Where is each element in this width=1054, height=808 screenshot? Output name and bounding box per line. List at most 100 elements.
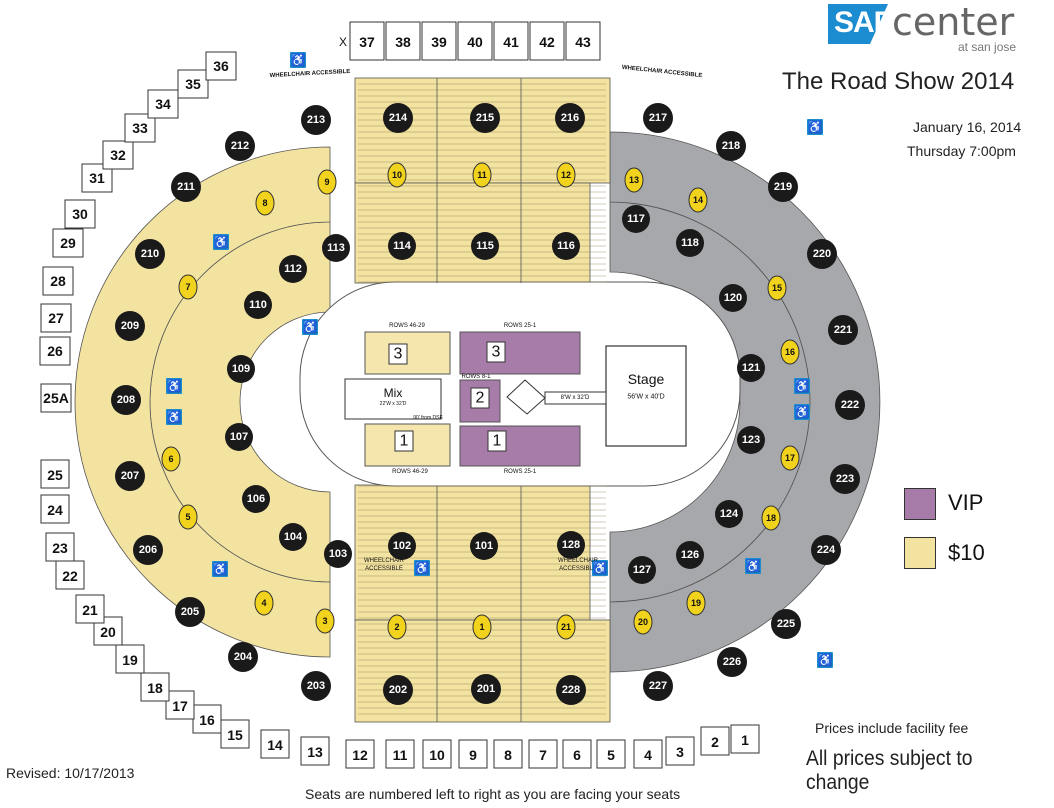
section-marker [175, 597, 205, 627]
suite-label: 25A [43, 390, 69, 406]
suite-label: 26 [47, 343, 63, 359]
section-label: 124 [720, 508, 739, 520]
section-marker [115, 311, 145, 341]
section-label: 220 [813, 248, 831, 260]
stage-size: 56'W x 40'D [627, 394, 664, 401]
suite-label: 21 [82, 602, 98, 618]
wheelchair-icon-glyph: ♿ [303, 320, 318, 334]
section-marker [227, 355, 255, 383]
thrust-runway [544, 391, 607, 405]
section-label: 223 [836, 473, 854, 485]
portal-marker [161, 446, 181, 472]
section-marker [715, 500, 743, 528]
floor-section-box [486, 341, 506, 363]
pit-note: 90' from DSE [413, 415, 443, 421]
wheelchair-icon [745, 558, 761, 574]
suite-label: 37 [359, 34, 375, 50]
portal-marker [688, 187, 708, 213]
portal-marker [767, 275, 787, 301]
suite-box [349, 21, 385, 61]
seat-numbering-note: Seats are numbered left to right as you … [305, 786, 681, 802]
suite-label: 27 [48, 310, 64, 326]
section-label: 103 [329, 548, 347, 560]
section-label: 102 [393, 540, 411, 552]
mix-label: Mix [384, 386, 403, 400]
stage [605, 345, 687, 447]
suite-label: 8 [504, 747, 512, 763]
legend-label-ten: $10 [948, 540, 985, 565]
suite-box [493, 739, 523, 769]
section-marker [556, 675, 586, 705]
floor-section-label: 3 [394, 346, 403, 363]
suite-box [422, 739, 452, 769]
row-label: ROWS 46-29 [392, 469, 428, 475]
suite-box [528, 739, 558, 769]
wheelchair-icon [302, 319, 318, 335]
wheelchair-label: WHEELCHAIR ACCESSIBLE [622, 65, 703, 79]
suite-box [140, 672, 170, 702]
floor-section-box [487, 430, 507, 452]
stage-label: Stage [628, 371, 665, 387]
section-marker [171, 172, 201, 202]
suite-label: 12 [352, 747, 368, 763]
upper-bowl-left [74, 146, 331, 658]
section-marker [771, 609, 801, 639]
wheelchair-icon [213, 234, 229, 250]
section-label: 225 [777, 618, 795, 630]
section-marker [244, 291, 272, 319]
row-label: ROWS 46-29 [389, 323, 425, 329]
suite-label: 32 [110, 147, 126, 163]
arena-floor [166, 52, 833, 668]
section-label: 116 [557, 240, 575, 252]
section-label: 109 [232, 363, 250, 375]
suite-label: 3 [676, 744, 684, 760]
wheelchair-icon-glyph: ♿ [795, 405, 810, 419]
portal-label: 12 [561, 170, 571, 180]
suite-box [596, 739, 626, 769]
wheelchair-icon-glyph: ♿ [808, 120, 823, 134]
portal-label: 7 [185, 282, 190, 292]
suite-label: 40 [467, 34, 483, 50]
suite-label: 20 [100, 624, 116, 640]
section-marker [225, 423, 253, 451]
section-marker [383, 103, 413, 133]
wheelchair-icon [817, 652, 833, 668]
section-marker [828, 315, 858, 345]
suite-box [633, 739, 663, 769]
portal-marker [556, 614, 576, 640]
suite-box [421, 21, 457, 61]
portal-label: 2 [394, 622, 399, 632]
section-marker [242, 485, 270, 513]
legend-label-vip: VIP [948, 490, 984, 515]
portal-label: 6 [168, 454, 173, 464]
wheelchair-icon-glyph: ♿ [213, 562, 228, 576]
portal-marker [387, 162, 407, 188]
section-label: 221 [834, 324, 852, 336]
portal-marker [472, 614, 492, 640]
suite-box [177, 69, 209, 99]
wheelchair-icon-glyph: ♿ [167, 379, 182, 393]
section-marker [471, 674, 501, 704]
portal-label: 16 [785, 347, 795, 357]
wheelchair-icon [166, 409, 182, 425]
section-marker [811, 535, 841, 565]
wheelchair-icon-glyph: ♿ [415, 561, 430, 575]
suite-label: 22 [62, 568, 78, 584]
row-label: ROWS 8-1 [461, 374, 491, 380]
portal-label: 8 [262, 198, 267, 208]
portal-marker [254, 590, 274, 616]
floor-section-box [394, 430, 414, 452]
section-label: 118 [681, 237, 699, 249]
section-label: 104 [284, 531, 303, 543]
portal-label: 11 [477, 170, 487, 180]
section-label: 212 [231, 140, 249, 152]
suite-box [730, 724, 760, 754]
section-label: 215 [476, 112, 494, 124]
portal-marker [387, 614, 407, 640]
wheelchair-icon [290, 52, 306, 68]
suite-label: 2 [711, 734, 719, 750]
portal-label: 4 [261, 598, 266, 608]
suite-box [700, 726, 730, 756]
suite-box [42, 266, 74, 296]
section-label: 219 [774, 181, 792, 193]
